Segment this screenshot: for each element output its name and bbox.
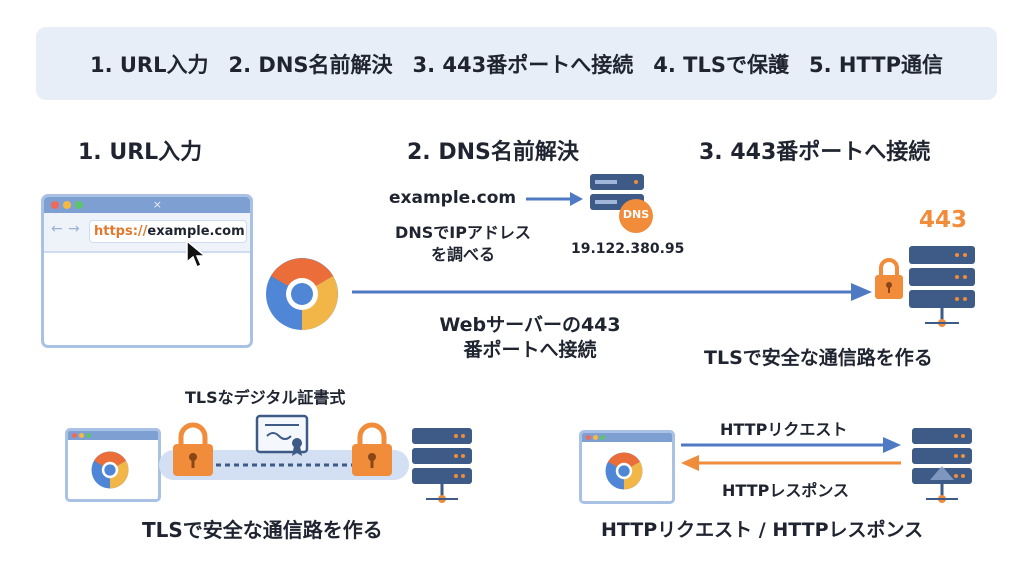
url-host: example.com (147, 224, 245, 239)
browser-title-bar: × (44, 197, 250, 213)
tls-server-icon (412, 428, 472, 503)
address-bar-input[interactable]: https://example.com | (89, 220, 250, 243)
step-4: 4. TLSで保護 (653, 52, 790, 77)
tls-certificate-label: TLSなデジタル証書式 (185, 388, 346, 407)
http-request-label: HTTPリクエスト (720, 420, 848, 439)
http-panel-caption: HTTPリクエスト / HTTPレスポンス (601, 519, 924, 541)
step-2: 2. DNS名前解決 (228, 52, 393, 77)
web-server-lock-icon (875, 246, 975, 327)
step-5: 5. HTTP通信 (809, 52, 944, 77)
tls-chrome-logo-icon (91, 451, 129, 489)
connect-caption-line1: Webサーバーの443 (439, 314, 621, 336)
step-3: 3. 443番ポートへ接続 (412, 52, 634, 77)
dns-badge-label: DNS (622, 208, 650, 221)
back-arrow-icon[interactable]: ← (51, 221, 63, 237)
http-browser-title-bar (582, 433, 672, 442)
http-window-maximize-dot-icon (600, 435, 605, 440)
tls-lock-right-icon (352, 422, 392, 476)
step-1: 1. URL入力 (89, 52, 209, 77)
section-title-connect: 3. 443番ポートへ接続 (699, 140, 931, 165)
dns-description-line2: を調べる (430, 245, 495, 264)
http-response-arrow-icon (681, 455, 901, 471)
window-maximize-dot-icon (75, 201, 83, 209)
steps-bar: 1. URL入力 2. DNS名前解決 3. 443番ポートへ接続 4. TLS… (36, 27, 997, 100)
section-title-dns: 2. DNS名前解決 (407, 140, 579, 165)
dns-description: DNSでIPアドレス を調べる (383, 222, 543, 266)
http-chrome-logo-icon (605, 452, 643, 490)
dns-domain-label: example.com (389, 188, 517, 208)
connect-caption-line2: 番ポートへ接続 (463, 339, 597, 361)
browser-window: × ← → https://example.com | (41, 194, 253, 348)
tls-encrypted-tunnel-icon (159, 414, 409, 480)
tls-window-close-dot-icon (72, 433, 77, 438)
window-close-dot-icon (51, 201, 59, 209)
dns-server-icon (590, 174, 653, 233)
http-request-arrow-icon (681, 437, 901, 453)
url-scheme: https:// (94, 224, 148, 239)
tls-lock-left-icon (173, 422, 213, 476)
browser-address-row: ← → https://example.com | (44, 213, 250, 253)
tls-panel-caption: TLSで安全な通信路を作る (142, 518, 383, 542)
tls-secure-channel-caption: TLSで安全な通信路を作る (704, 347, 933, 369)
forward-arrow-icon[interactable]: → (68, 221, 80, 237)
connect-caption: Webサーバーの443 番ポートへ接続 (420, 313, 640, 363)
tls-window-minimize-dot-icon (79, 433, 84, 438)
http-window-close-dot-icon (586, 435, 591, 440)
tls-browser-title-bar (68, 431, 158, 440)
http-response-label: HTTPレスポンス (722, 481, 849, 500)
tls-window-maximize-dot-icon (86, 433, 91, 438)
port-443-label: 443 (919, 207, 968, 233)
http-window-minimize-dot-icon (593, 435, 598, 440)
http-server-icon (912, 428, 972, 503)
window-minimize-dot-icon (63, 201, 71, 209)
dns-ip-address: 19.122.380.95 (571, 241, 685, 257)
text-caret: | (244, 224, 253, 239)
chrome-logo-icon (266, 258, 338, 330)
mouse-cursor-icon (186, 239, 208, 269)
tab-close-icon[interactable]: × (152, 198, 162, 211)
browser-to-server-arrow-icon (352, 283, 872, 301)
domain-to-dns-arrow-icon (526, 192, 583, 206)
section-title-url: 1. URL入力 (78, 140, 203, 165)
dns-description-line1: DNSでIPアドレス (395, 223, 531, 242)
